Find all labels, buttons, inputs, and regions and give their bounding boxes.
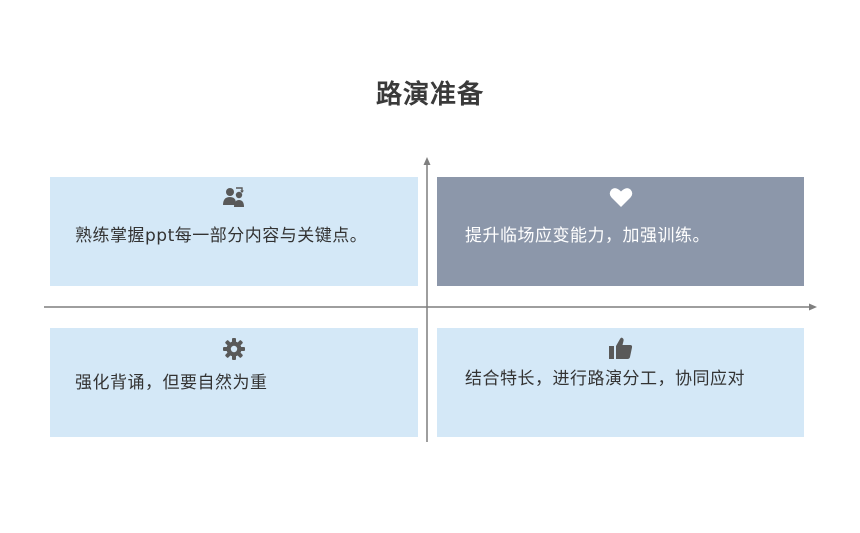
vertical-axis-arrow bbox=[423, 157, 431, 165]
gear-icon bbox=[223, 338, 245, 360]
quadrant-card-top-left: 熟练掌握ppt每一部分内容与关键点。 bbox=[50, 177, 418, 286]
card-text: 强化背诵，但要自然为重 bbox=[75, 373, 268, 393]
quadrant-card-top-right: 提升临场应变能力，加强训练。 bbox=[437, 177, 804, 286]
card-text: 提升临场应变能力，加强训练。 bbox=[465, 226, 710, 246]
people-exchange-icon bbox=[223, 187, 244, 207]
quadrant-card-bottom-left: 强化背诵，但要自然为重 bbox=[50, 328, 418, 437]
heart-icon bbox=[609, 188, 632, 207]
quadrant-card-bottom-right: 结合特长，进行路演分工，协同应对 bbox=[437, 328, 804, 437]
slide-title: 路演准备 bbox=[375, 80, 484, 110]
card-text: 结合特长，进行路演分工，协同应对 bbox=[465, 369, 745, 389]
horizontal-axis-arrow bbox=[809, 303, 817, 311]
card-text: 熟练掌握ppt每一部分内容与关键点。 bbox=[75, 226, 368, 246]
thumbs-up-icon bbox=[608, 337, 632, 359]
